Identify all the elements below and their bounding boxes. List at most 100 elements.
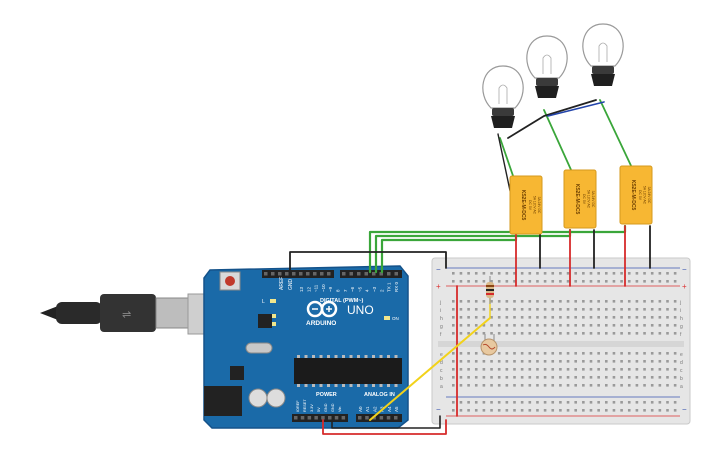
breadboard-hole[interactable] xyxy=(589,272,593,275)
breadboard-hole[interactable] xyxy=(474,360,478,363)
breadboard-hole[interactable] xyxy=(658,316,662,319)
breadboard-hole[interactable] xyxy=(528,368,532,371)
breadboard-hole[interactable] xyxy=(536,332,539,335)
breadboard-hole[interactable] xyxy=(650,352,654,355)
breadboard-hole[interactable] xyxy=(582,409,585,412)
breadboard-hole[interactable] xyxy=(643,272,646,275)
breadboard-hole[interactable] xyxy=(627,272,631,275)
resistor[interactable] xyxy=(486,276,494,304)
breadboard-hole[interactable] xyxy=(505,300,509,303)
breadboard-hole[interactable] xyxy=(605,376,608,379)
breadboard-hole[interactable] xyxy=(559,300,562,303)
breadboard-hole[interactable] xyxy=(605,332,608,335)
breadboard-hole[interactable] xyxy=(566,401,570,404)
breadboard-hole[interactable] xyxy=(559,352,562,355)
breadboard-hole[interactable] xyxy=(497,368,501,371)
breadboard-hole[interactable] xyxy=(452,300,455,303)
breadboard-hole[interactable] xyxy=(513,332,516,335)
pin-hole[interactable] xyxy=(386,416,391,420)
breadboard-hole[interactable] xyxy=(497,280,501,283)
breadboard-hole[interactable] xyxy=(605,308,608,311)
breadboard-hole[interactable] xyxy=(589,352,593,355)
breadboard-hole[interactable] xyxy=(620,352,623,355)
breadboard-hole[interactable] xyxy=(620,401,623,404)
breadboard-hole[interactable] xyxy=(513,384,516,387)
breadboard-hole[interactable] xyxy=(635,324,639,327)
breadboard-hole[interactable] xyxy=(490,409,493,412)
breadboard-hole[interactable] xyxy=(528,401,532,404)
breadboard-hole[interactable] xyxy=(620,300,623,303)
breadboard-hole[interactable] xyxy=(551,324,555,327)
breadboard-hole[interactable] xyxy=(612,324,616,327)
wire-green-bulb3[interactable] xyxy=(599,99,635,173)
breadboard-hole[interactable] xyxy=(520,280,524,283)
breadboard-hole[interactable] xyxy=(643,280,646,283)
breadboard-hole[interactable] xyxy=(520,300,524,303)
breadboard-hole[interactable] xyxy=(452,332,455,335)
breadboard-hole[interactable] xyxy=(612,272,616,275)
breadboard-hole[interactable] xyxy=(497,316,501,319)
breadboard-hole[interactable] xyxy=(520,332,524,335)
breadboard-hole[interactable] xyxy=(658,280,662,283)
pin-hole[interactable] xyxy=(320,272,324,276)
breadboard-hole[interactable] xyxy=(559,332,562,335)
breadboard-hole[interactable] xyxy=(597,360,600,363)
breadboard-hole[interactable] xyxy=(589,409,593,412)
breadboard-hole[interactable] xyxy=(643,384,646,387)
breadboard-hole[interactable] xyxy=(566,316,570,319)
breadboard-hole[interactable] xyxy=(673,384,677,387)
breadboard-hole[interactable] xyxy=(452,409,455,412)
breadboard-hole[interactable] xyxy=(459,308,463,311)
breadboard-hole[interactable] xyxy=(459,360,463,363)
breadboard-hole[interactable] xyxy=(474,352,478,355)
breadboard-hole[interactable] xyxy=(490,384,493,387)
breadboard-hole[interactable] xyxy=(582,360,585,363)
breadboard-hole[interactable] xyxy=(620,384,623,387)
breadboard-hole[interactable] xyxy=(505,316,509,319)
breadboard-hole[interactable] xyxy=(635,272,639,275)
breadboard-hole[interactable] xyxy=(536,300,539,303)
breadboard-hole[interactable] xyxy=(658,409,662,412)
breadboard-hole[interactable] xyxy=(627,401,631,404)
breadboard-hole[interactable] xyxy=(589,332,593,335)
breadboard-hole[interactable] xyxy=(597,308,600,311)
breadboard-hole[interactable] xyxy=(513,272,516,275)
breadboard-hole[interactable] xyxy=(559,324,562,327)
breadboard-hole[interactable] xyxy=(528,324,532,327)
breadboard-hole[interactable] xyxy=(482,316,486,319)
breadboard-hole[interactable] xyxy=(474,272,478,275)
breadboard-hole[interactable] xyxy=(597,324,600,327)
breadboard-hole[interactable] xyxy=(497,401,501,404)
breadboard-hole[interactable] xyxy=(666,272,669,275)
breadboard-hole[interactable] xyxy=(566,376,570,379)
breadboard-hole[interactable] xyxy=(505,360,509,363)
breadboard-hole[interactable] xyxy=(643,332,646,335)
breadboard-hole[interactable] xyxy=(666,332,669,335)
breadboard-hole[interactable] xyxy=(536,368,539,371)
photoresistor[interactable] xyxy=(480,334,498,356)
breadboard-hole[interactable] xyxy=(528,316,532,319)
breadboard-hole[interactable] xyxy=(520,368,524,371)
breadboard-hole[interactable] xyxy=(467,316,470,319)
breadboard-hole[interactable] xyxy=(452,360,455,363)
breadboard-hole[interactable] xyxy=(474,316,478,319)
pin-hole[interactable] xyxy=(271,272,275,276)
breadboard-hole[interactable] xyxy=(566,352,570,355)
breadboard-hole[interactable] xyxy=(490,280,493,283)
breadboard-hole[interactable] xyxy=(582,324,585,327)
breadboard-hole[interactable] xyxy=(612,401,616,404)
breadboard-hole[interactable] xyxy=(658,324,662,327)
breadboard-hole[interactable] xyxy=(627,409,631,412)
breadboard-hole[interactable] xyxy=(627,308,631,311)
breadboard-hole[interactable] xyxy=(582,308,585,311)
breadboard-hole[interactable] xyxy=(597,384,600,387)
breadboard-hole[interactable] xyxy=(459,300,463,303)
breadboard-hole[interactable] xyxy=(673,401,677,404)
breadboard-hole[interactable] xyxy=(474,308,478,311)
breadboard-hole[interactable] xyxy=(528,384,532,387)
breadboard-hole[interactable] xyxy=(620,308,623,311)
breadboard-hole[interactable] xyxy=(513,280,516,283)
breadboard-hole[interactable] xyxy=(528,360,532,363)
breadboard-hole[interactable] xyxy=(673,368,677,371)
